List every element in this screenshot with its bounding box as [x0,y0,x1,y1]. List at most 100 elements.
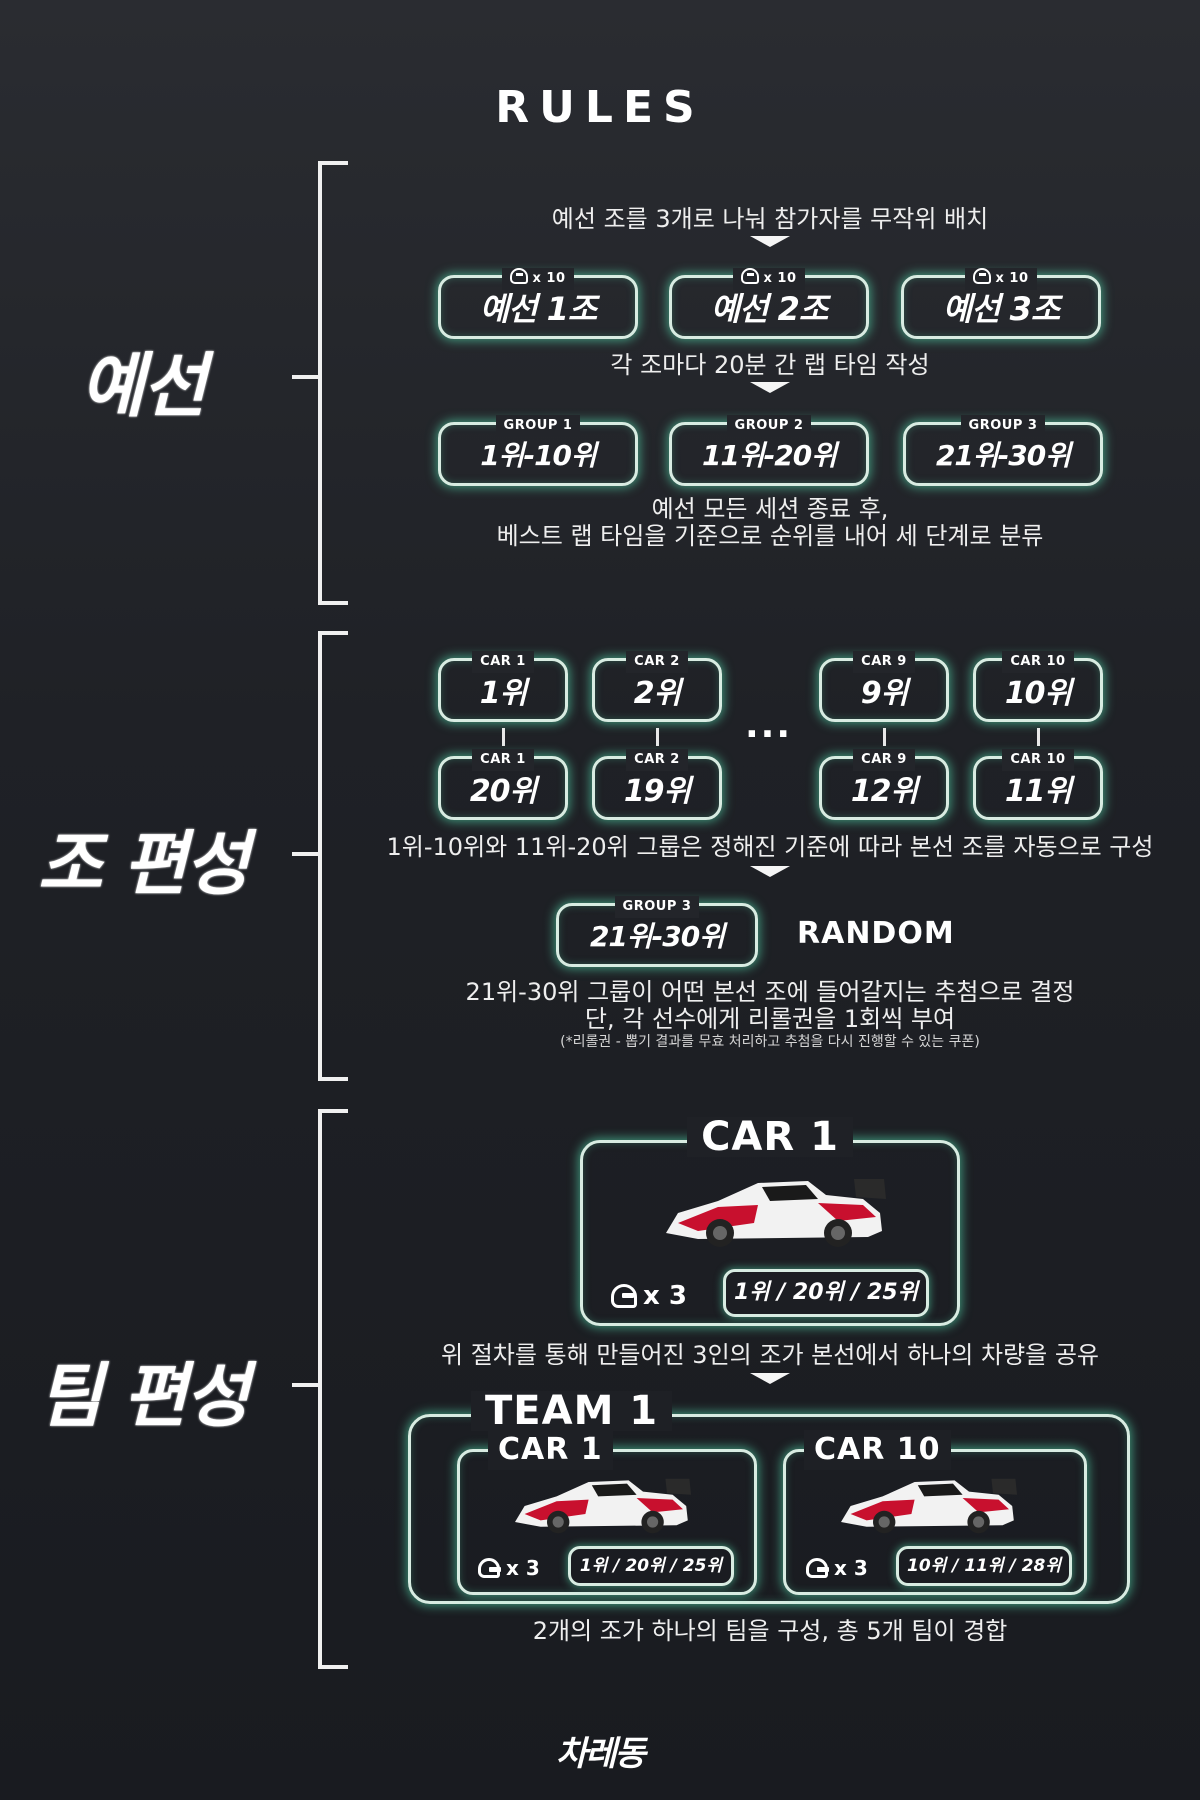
car-rank: 12위 [850,774,918,809]
car-rank: 10위 [1004,676,1072,711]
group3-label: GROUP 3 [614,896,700,918]
qualifying-desc-3b: 베스트 랩 타임을 기준으로 순위를 내어 세 단계로 분류 [496,522,1044,550]
heat-box-2: x 10 예선 2조 [669,268,869,339]
car-rank: 1위 [479,676,527,711]
car-label: CAR 10 [1002,651,1074,673]
heat-label: 예선 3조 [942,290,1061,328]
car-rank-box: CAR 2 19위 [592,749,722,820]
team-car-title: CAR 1 [488,1430,613,1470]
car-label: CAR 1 [472,749,534,771]
car-label: CAR 9 [853,749,915,771]
car-box: CAR 1 x 3 1위 / 20위 / 25위 [580,1117,960,1326]
section-bracket-grouping [318,631,348,1081]
driver-count-label: x 3 [506,1556,540,1580]
car-rank-box: CAR 10 10위 [973,651,1103,722]
grouping-desc-1: 1위-10위와 11위-20위 그룹은 정해진 기준에 따라 본선 조를 자동으… [386,833,1154,861]
heat-count: x 10 [763,271,797,286]
car-rank: 9위 [860,676,908,711]
pair-connector [883,728,886,746]
car-rank: 2위 [633,676,681,711]
qualifying-desc-1: 예선 조를 3개로 나눠 참가자를 무작위 배치 [551,205,989,233]
heat-label: 예선 1조 [479,290,598,328]
team-title: TEAM 1 [471,1391,673,1431]
grouping-desc-2a: 21위-30위 그룹이 어떤 본선 조에 들어갈지는 추첨으로 결정 [465,978,1075,1006]
pair-connector [656,728,659,746]
group-box-2: GROUP 2 11위-20위 [669,415,869,486]
heat-box-1: x 10 예선 1조 [438,268,638,339]
race-car-image [666,1179,886,1247]
team-car-title: CAR 10 [804,1430,951,1470]
bracket-tick [292,375,320,379]
car-rank: 19위 [623,774,691,809]
car-rank-box: CAR 1 1위 [438,651,568,722]
qualifying-desc-3a: 예선 모든 세션 종료 후, [651,495,889,523]
group-range: 1위-10위 [480,439,597,472]
page-title: RULES [495,82,705,133]
car-label: CAR 2 [626,651,688,673]
group-label: GROUP 2 [726,415,812,437]
ellipsis: ... [745,705,793,746]
helmet-icon [510,268,529,284]
pair-connector [502,728,505,746]
car-rank: 11위 [1004,774,1072,809]
heat-box-3: x 10 예선 3조 [901,268,1101,339]
footer-logo: 차레동 [556,1734,646,1774]
car-label: CAR 10 [1002,749,1074,771]
group-range: 11위-20위 [701,439,837,472]
driver-count: x 3 [611,1281,687,1311]
rank-pill: 10위 / 11위 / 28위 [896,1546,1072,1586]
driver-count-label: x 3 [834,1556,868,1580]
group-box-3: GROUP 3 21위-30위 [903,415,1103,486]
car-label: CAR 1 [472,651,534,673]
section-label-qualifying: 예선 [80,345,207,427]
group-label: GROUP 3 [960,415,1046,437]
group-box-1: GROUP 1 1위-10위 [438,415,638,486]
group3-range: 21위-30위 [589,920,725,953]
team-car-box: CAR 1 x 3 1위 / 20위 / 25위 [457,1430,757,1595]
group3-box: GROUP 3 21위-30위 [556,896,758,967]
driver-count: x 3 [806,1556,868,1580]
pair-connector [1037,728,1040,746]
down-arrow-icon [750,236,790,247]
car-label: CAR 2 [626,749,688,771]
heat-count: x 10 [532,271,566,286]
bracket-tick [292,852,320,856]
helmet-icon [611,1284,637,1308]
section-label-grouping: 조 편성 [38,823,250,905]
down-arrow-icon [750,866,790,877]
race-car-image [515,1478,691,1534]
section-bracket-teams [318,1109,348,1669]
section-label-teams: 팀 편성 [38,1355,250,1437]
team-box: TEAM 1 CAR 1 x 3 1위 / 20위 / 25위 CAR 10 [408,1391,1130,1604]
rank-pill: 1위 / 20위 / 25위 [723,1269,929,1317]
driver-count: x 3 [478,1556,540,1580]
race-car-image [841,1478,1017,1534]
group-range: 21위-30위 [935,439,1071,472]
helmet-icon [973,268,992,284]
teams-desc-1: 위 절차를 통해 만들어진 3인의 조가 본선에서 하나의 차량을 공유 [440,1341,1099,1369]
car-label: CAR 9 [853,651,915,673]
bracket-tick [292,1383,320,1387]
car-rank: 20위 [469,774,537,809]
heat-label: 예선 2조 [710,290,829,328]
random-label: RANDOM [797,916,955,951]
group-label: GROUP 1 [495,415,581,437]
down-arrow-icon [750,1373,790,1384]
helmet-icon [741,268,760,284]
car-rank-box: CAR 9 12위 [819,749,949,820]
heat-count: x 10 [995,271,1029,286]
car-rank-box: CAR 2 2위 [592,651,722,722]
helmet-icon [478,1558,501,1578]
car-rank-box: CAR 10 11위 [973,749,1103,820]
reroll-note: (*리롤권 - 뽑기 결과를 무효 처리하고 추첨을 다시 진행할 수 있는 쿠… [560,1034,980,1050]
grouping-desc-2b: 단, 각 선수에게 리롤권을 1회씩 부여 [584,1005,956,1033]
car-rank-box: CAR 9 9위 [819,651,949,722]
car-rank-box: CAR 1 20위 [438,749,568,820]
driver-count-label: x 3 [643,1281,687,1311]
section-bracket-qualifying [318,161,348,605]
teams-desc-2: 2개의 조가 하나의 팀을 구성, 총 5개 팀이 경합 [532,1617,1008,1645]
qualifying-desc-2: 각 조마다 20분 간 랩 타임 작성 [610,351,930,379]
helmet-icon [806,1558,829,1578]
team-car-box: CAR 10 x 3 10위 / 11위 / 28위 [783,1430,1087,1595]
rank-pill: 1위 / 20위 / 25위 [568,1546,734,1586]
